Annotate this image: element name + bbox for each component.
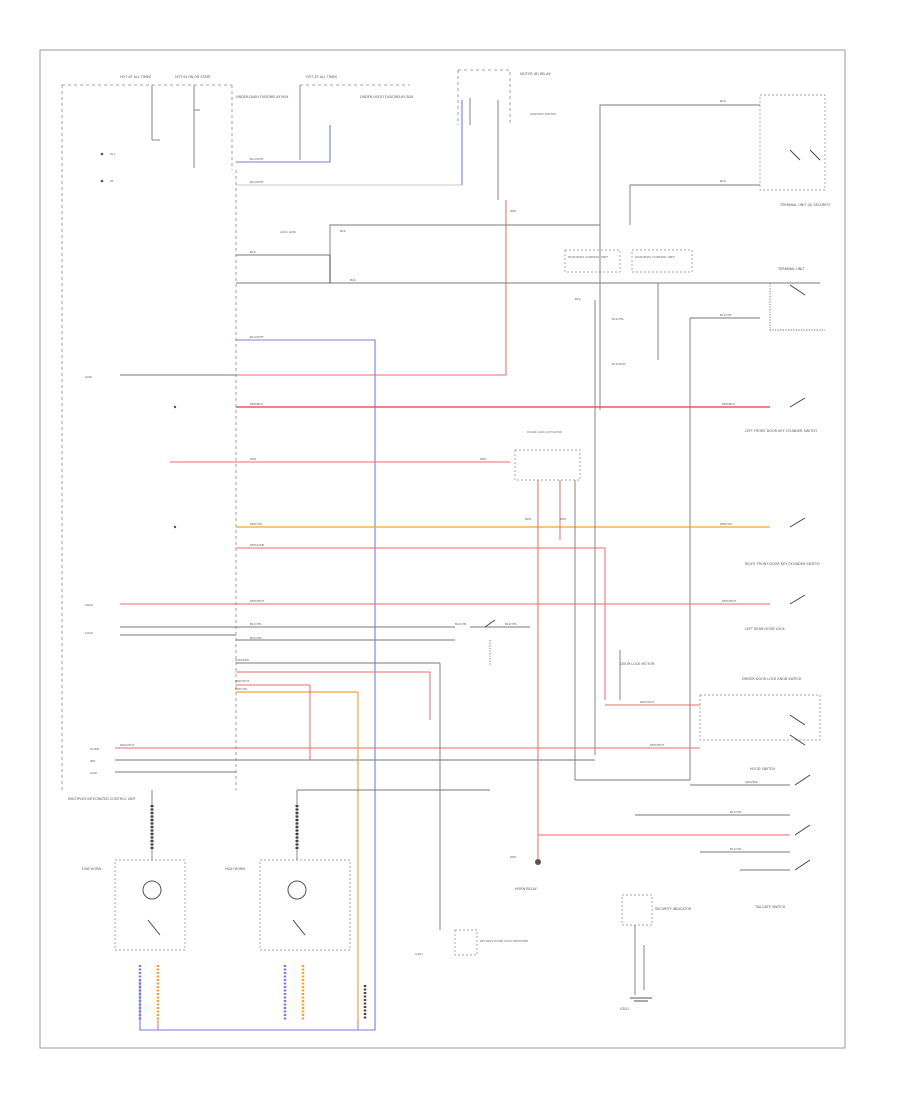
svg-text:GND: GND	[90, 771, 98, 775]
svg-text:RED: RED	[250, 457, 257, 461]
motor-relay: MOTOR (B) RELAY IGNITION SWITCH	[457, 69, 556, 200]
door-lock-unit-label: DOOR LOCK ACTUATOR	[527, 430, 562, 434]
svg-text:BLK/YEL: BLK/YEL	[612, 317, 624, 321]
motor-relay-label: MOTOR (B) RELAY	[520, 72, 551, 76]
fuse-label-1: HOT AT ALL TIMES	[120, 75, 151, 79]
svg-text:RED: RED	[510, 855, 517, 859]
security-indicator-label: SECURITY INDICATOR	[655, 907, 692, 911]
svg-text:RED/WHT: RED/WHT	[250, 599, 265, 603]
svg-text:RED: RED	[480, 457, 487, 461]
relay-boxes: MULTIPLEX CONTROL UNIT MULTIPLEX CONTROL…	[564, 249, 693, 410]
svg-text:BLK/YEL: BLK/YEL	[250, 622, 262, 626]
svg-text:BLK/YEL: BLK/YEL	[455, 622, 467, 626]
ms-relay-label-2: MULTIPLEX CONTROL UNIT	[635, 255, 675, 259]
door-lock-motor-label: DOOR LOCK MOTOR	[620, 662, 655, 666]
horn-relay: RED HORN RELAY	[510, 855, 541, 891]
wire-red-bottom	[157, 1020, 359, 1031]
g501-label: G501	[620, 1007, 629, 1011]
left-rear-label: LEFT REAR DOOR LOCK	[745, 627, 786, 631]
svg-text:ST: ST	[110, 179, 114, 183]
svg-text:GND: GND	[85, 375, 93, 379]
svg-text:RED: RED	[560, 517, 567, 521]
svg-text:BLK/WHT: BLK/WHT	[612, 362, 626, 366]
driver-door-switch: RED/WHT DOOR LOCK MOTOR DRIVER DOOR LOCK…	[594, 300, 821, 755]
svg-text:BLK: BLK	[340, 229, 347, 233]
multiplex-unit-label: MULTIPLEX INTEGRATED CONTROL UNIT	[68, 797, 137, 801]
hood-tailgate-switches: GRN/BLK HOOD SWITCH BLK/YEL BLK/YEL TAIL…	[538, 767, 811, 909]
right-front-door-label: RIGHT FRONT DOOR KEY CYLINDER SWITCH	[745, 562, 820, 566]
svg-text:BLU/WHT: BLU/WHT	[250, 180, 264, 184]
ms-relay-label-1: MULTIPLEX CONTROL UNIT	[568, 255, 608, 259]
fuse-label-2: HOT IN ON OR START	[175, 75, 212, 79]
ignition-switch-label: IGNITION SWITCH	[530, 112, 556, 116]
svg-text:BLK/YEL: BLK/YEL	[250, 636, 262, 640]
svg-text:RED/GRN: RED/GRN	[250, 543, 264, 547]
intrusion-sensor: BLK/YEL BLK/YEL	[455, 619, 530, 665]
svg-text:RED/YEL: RED/YEL	[250, 522, 263, 526]
svg-text:BLK: BLK	[720, 179, 727, 183]
svg-text:BLK/YEL: BLK/YEL	[730, 847, 742, 851]
tailgate-switch-label: TAILGATE SWITCH	[754, 905, 786, 909]
svg-text:RED/WHT: RED/WHT	[722, 599, 737, 603]
svg-text:BLK: BLK	[720, 99, 727, 103]
svg-text:GRN/RED: GRN/RED	[235, 658, 250, 662]
low-horn: LOW HORN	[82, 790, 186, 1020]
wire-blk-1	[236, 224, 601, 300]
fuse-box-label-1: UNDER-DASH FUSE/RELAY BOX	[236, 95, 289, 99]
fuse-box-area: HOT AT ALL TIMES HOT IN ON OR START UNDE…	[61, 75, 414, 790]
multiplex-unit: MULTIPLEX INTEGRATED CONTROL UNIT	[68, 170, 237, 801]
svg-text:BLK/YEL: BLK/YEL	[720, 313, 732, 317]
svg-text:RED/WHT: RED/WHT	[650, 743, 665, 747]
high-horn: HIGH HORN	[225, 789, 490, 1020]
driver-door-label: DRIVER DOOR LOCK KNOB SWITCH	[742, 677, 802, 681]
fuse-label-3: HOT AT ALL TIMES	[306, 75, 337, 79]
svg-text:RED/YEL: RED/YEL	[720, 522, 733, 526]
svg-text:BLK: BLK	[575, 297, 582, 301]
svg-text:BLU/WHT: BLU/WHT	[250, 157, 264, 161]
terminal-unit-2-label: TERMINAL UNIT	[777, 267, 805, 271]
wire-blue-top	[236, 125, 331, 163]
svg-text:BLK: BLK	[250, 250, 257, 254]
horn-relay-label: HORN RELAY	[515, 887, 538, 891]
left-front-door-label: LEFT FRONT DOOR KEY CYLINDER SWITCH	[745, 429, 817, 433]
svg-text:RED/BLK: RED/BLK	[250, 402, 264, 406]
svg-text:RED/BLK: RED/BLK	[722, 402, 736, 406]
svg-text:RED: RED	[525, 517, 532, 521]
hood-switch-label: HOOD SWITCH	[750, 767, 775, 771]
g401-label: G401	[415, 952, 423, 956]
svg-text:BLK: BLK	[350, 278, 357, 282]
high-horn-label: HIGH HORN	[225, 867, 245, 871]
wire-red-relay	[236, 200, 507, 376]
svg-text:HORN: HORN	[90, 747, 99, 751]
door-lock-actuator: DOOR LOCK ACTUATOR RED RED	[514, 430, 690, 860]
svg-text:IND: IND	[90, 759, 96, 763]
terminal-unit-top-label: TERMINAL UNIT (A) SECURITY	[779, 203, 831, 207]
svg-text:BLK/YEL: BLK/YEL	[505, 622, 517, 626]
svg-text:RED/WHT: RED/WHT	[235, 679, 250, 683]
svg-text:RED/WHT: RED/WHT	[640, 700, 655, 704]
diagram-frame	[39, 49, 846, 1049]
keyless-receiver: KEYLESS DOOR LOCK RECEIVER G401	[415, 929, 528, 956]
svg-text:LOCK: LOCK	[85, 631, 94, 635]
keyless-label: KEYLESS DOOR LOCK RECEIVER	[480, 939, 528, 943]
svg-text:RED: RED	[510, 209, 517, 213]
security-indicator: SECURITY INDICATOR G501	[620, 894, 692, 1011]
svg-text:G401 GND: G401 GND	[280, 230, 297, 234]
svg-text:GRN/BLK: GRN/BLK	[745, 780, 759, 784]
fuse-box-label-2: UNDER-HOOD FUSE/RELAY BOX	[360, 95, 414, 99]
svg-text:RED/YEL: RED/YEL	[235, 687, 248, 691]
svg-text:IG1: IG1	[110, 152, 115, 156]
svg-text:BLK/YEL: BLK/YEL	[730, 810, 742, 814]
terminal-unit-top: BLK BLK TERMINAL UNIT (A) SECURITY	[599, 94, 831, 225]
harness-wires: GND RED/BLK RED/BLK LEFT FRONT DOOR KEY …	[85, 374, 820, 641]
lower-harness: HORN IND GND RED/WHT RED/WHT GRN/RED RED…	[90, 658, 700, 1020]
svg-text:BLU/WHT: BLU/WHT	[250, 335, 264, 339]
terminal-unit-2: BLK/YEL TERMINAL UNIT	[689, 267, 825, 780]
svg-text:RED/WHT: RED/WHT	[120, 743, 135, 747]
svg-text:UNLK: UNLK	[85, 603, 94, 607]
low-horn-label: LOW HORN	[82, 867, 101, 871]
